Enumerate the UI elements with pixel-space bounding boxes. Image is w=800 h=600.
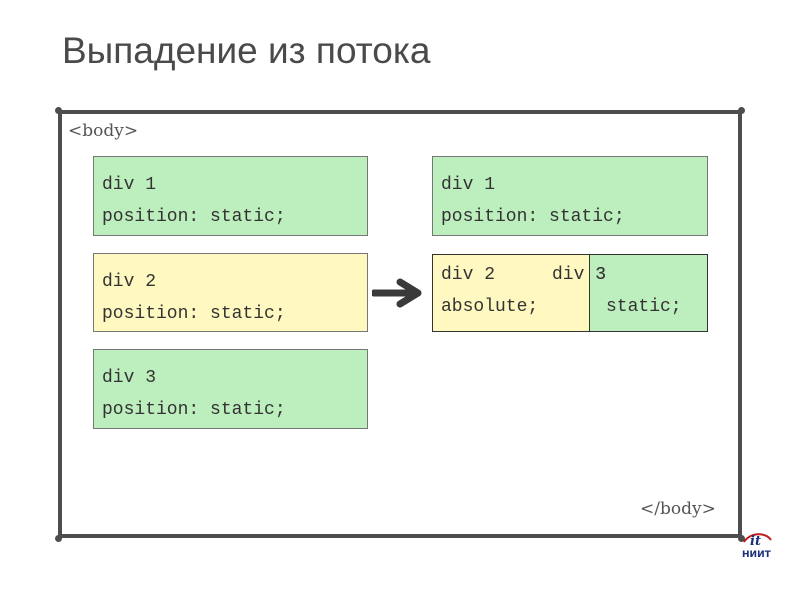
right-div-2-position: absolute; xyxy=(441,297,539,317)
frame-corner-dot xyxy=(55,535,62,542)
slide-title: Выпадение из потока xyxy=(62,30,431,71)
left-div-1-position: position: static; xyxy=(102,207,286,227)
right-div-2: div 2 absolute; xyxy=(433,255,590,331)
left-div-1: div 1 position: static; xyxy=(93,156,368,236)
body-close-tag: </body> xyxy=(640,499,716,519)
left-div-2-position: position: static; xyxy=(102,304,286,324)
arrow-right-icon xyxy=(372,278,422,308)
right-div-3-position: static; xyxy=(606,297,682,317)
svg-text:НИИТ: НИИТ xyxy=(742,550,772,560)
left-div-3-name: div 3 xyxy=(102,368,157,388)
right-div-1: div 1 position: static; xyxy=(432,156,708,236)
frame-corner-dot xyxy=(738,107,745,114)
body-frame xyxy=(58,110,742,538)
svg-text:it: it xyxy=(750,534,761,549)
left-div-2-name: div 2 xyxy=(102,272,157,292)
right-div-3-label-overlay: div 3 xyxy=(552,255,672,331)
frame-corner-dot xyxy=(55,107,62,114)
niit-logo: it НИИТ xyxy=(742,533,772,560)
left-div-1-name: div 1 xyxy=(102,175,157,195)
left-div-2: div 2 position: static; xyxy=(93,253,368,332)
right-div-2-name: div 2 xyxy=(441,265,496,285)
left-div-3: div 3 position: static; xyxy=(93,349,368,429)
body-open-tag: <body> xyxy=(68,121,139,141)
overlap-group: div 3 static; div 2 absolute; div 3 xyxy=(432,254,708,332)
right-div-1-name: div 1 xyxy=(441,175,496,195)
right-div-3-name-overlay: div 3 xyxy=(552,265,607,285)
right-div-1-position: position: static; xyxy=(441,207,625,227)
left-div-3-position: position: static; xyxy=(102,400,286,420)
frame-corner-dot xyxy=(738,535,745,542)
